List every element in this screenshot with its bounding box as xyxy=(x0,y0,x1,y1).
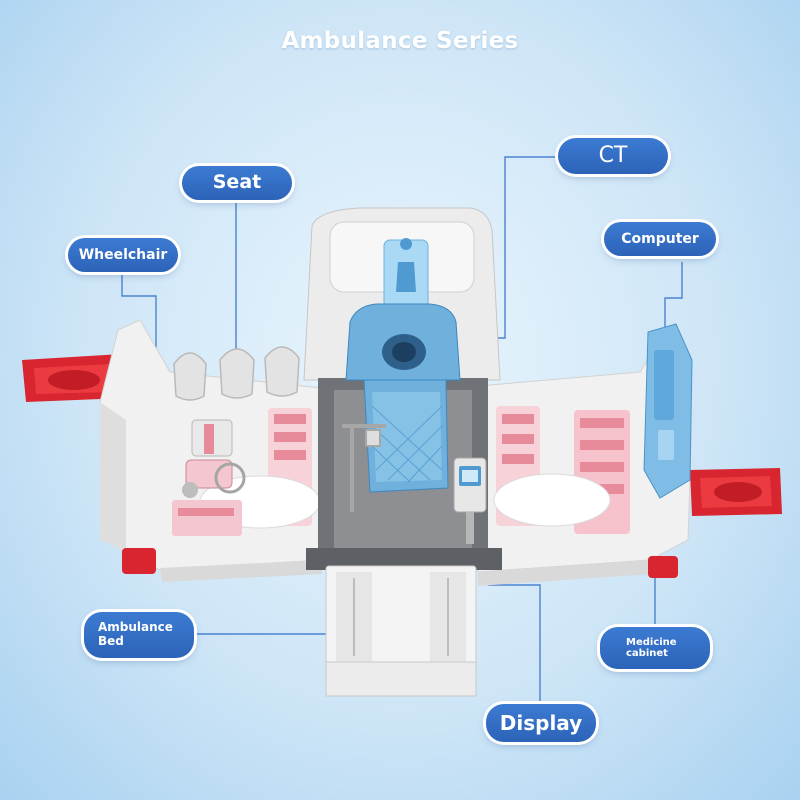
wheelchair-label: Wheelchair xyxy=(68,238,178,272)
ambulance-bed-label-line2: Bed xyxy=(98,634,124,648)
computer-panel xyxy=(643,323,693,499)
display-label: Display xyxy=(486,704,596,742)
left-wing xyxy=(99,319,323,582)
computer-label-text: Computer xyxy=(621,230,699,247)
seat-label: Seat xyxy=(182,166,292,200)
ct-label: CT xyxy=(558,138,668,174)
leader-display xyxy=(488,584,541,706)
iv-stand xyxy=(342,424,386,512)
ct-label-text: CT xyxy=(598,143,628,169)
computer-label: Computer xyxy=(604,222,716,256)
page-title: Ambulance Series xyxy=(281,28,519,54)
ct-scanner xyxy=(345,303,461,493)
ambulance-bed-label: Ambulance Bed xyxy=(84,612,194,658)
right-wing xyxy=(477,338,691,586)
leader-computer xyxy=(664,262,683,335)
display-monitor xyxy=(453,457,487,544)
wheelchair-label-text: Wheelchair xyxy=(78,246,168,263)
display-label-text: Display xyxy=(499,710,583,735)
medicine-cabinet-label-line2: cabinet xyxy=(626,648,668,659)
seat-label-text: Seat xyxy=(212,171,262,194)
wheelchair xyxy=(182,419,246,498)
right-red-tray xyxy=(690,468,782,516)
medicine-cabinet-label-line1: Medicine xyxy=(626,636,677,648)
left-red-tray xyxy=(22,354,126,402)
ambulance-bed-ramp xyxy=(325,565,477,697)
ambulance-bed-label-line1: Ambulance xyxy=(98,620,173,635)
seats xyxy=(173,346,300,401)
medicine-cabinet-label: Medicine cabinet xyxy=(600,627,710,669)
